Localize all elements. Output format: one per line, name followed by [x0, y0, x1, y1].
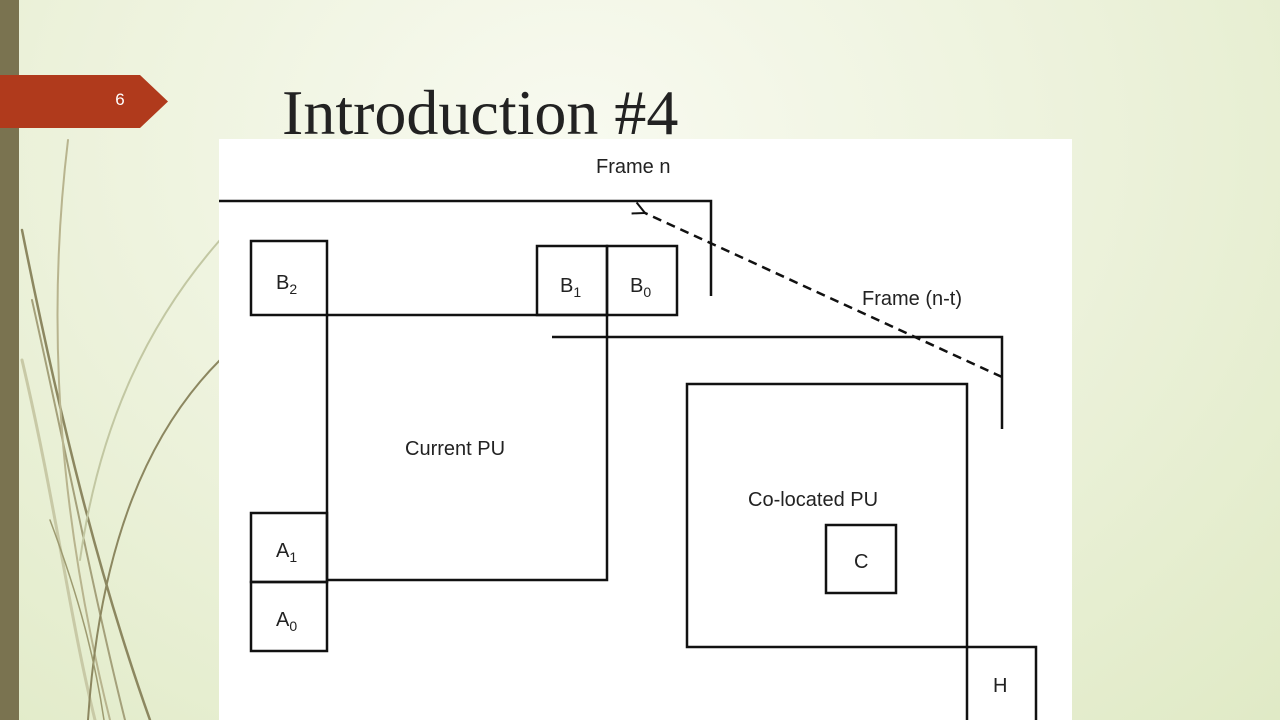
pu-diagram: Frame n Frame (n-t) Current PU Co-locate… — [219, 156, 1038, 720]
block-b0 — [605, 244, 679, 317]
temporal-reference-arrow — [645, 213, 1003, 379]
slide-title: Introduction #4 — [282, 77, 679, 148]
frame-n-label: Frame n — [596, 156, 670, 178]
frame-n-outline — [219, 199, 713, 296]
block-b2 — [249, 239, 329, 317]
colocated-pu-box — [685, 382, 969, 649]
block-c — [824, 523, 898, 595]
block-b1-label: B1 — [560, 275, 581, 300]
block-c-label: C — [854, 551, 868, 573]
frame-nt-outline — [552, 335, 1004, 429]
slide-number: 6 — [115, 90, 125, 109]
slide-number-tab — [0, 75, 168, 128]
block-a1-label: A1 — [276, 540, 297, 565]
current-pu-box — [325, 313, 609, 582]
block-b0-label: B0 — [630, 275, 651, 300]
left-accent-bar — [0, 0, 19, 720]
block-h-label: H — [993, 675, 1007, 697]
frame-nt-label: Frame (n-t) — [862, 288, 962, 310]
block-a0-label: A0 — [276, 609, 297, 634]
current-pu-label: Current PU — [405, 438, 505, 460]
decorative-swooshes — [20, 139, 221, 720]
block-a0 — [249, 580, 329, 653]
block-h — [965, 645, 1038, 720]
diagram-figure: Frame n Frame (n-t) Current PU Co-locate… — [219, 139, 1072, 720]
block-b2-label: B2 — [276, 272, 297, 297]
colocated-pu-label: Co-located PU — [748, 489, 878, 511]
